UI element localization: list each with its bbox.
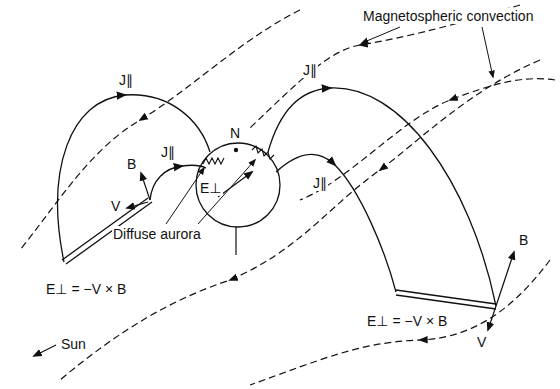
earth-circle: N E⊥ [192, 124, 284, 230]
field-equation: E⊥ = −V × B [45, 281, 127, 297]
current-label: J∥ [302, 62, 318, 78]
velocity-label: V [476, 334, 487, 350]
convection-lines [20, 5, 555, 385]
current-label: J∥ [160, 144, 176, 160]
aurora-label: Diffuse aurora [112, 226, 202, 242]
earth-axis [235, 227, 236, 255]
current-label: J∥ [312, 175, 328, 191]
current-label: J∥ [118, 72, 134, 88]
field-arrow [218, 172, 252, 197]
velocity-label: V [110, 198, 121, 214]
pole-label: N [229, 125, 241, 141]
aurora-zigzags [203, 146, 274, 164]
sun-label: Sun [60, 336, 87, 352]
leader-arrows [362, 27, 493, 77]
aurora-pointers [166, 160, 255, 224]
field-equation: E⊥ = −V × B [366, 313, 448, 329]
field-label: B [126, 156, 137, 172]
field-label: B [518, 232, 529, 248]
sun-arrow [34, 345, 56, 356]
title-label: Magnetospheric convection [362, 8, 534, 24]
current-arcs [58, 88, 496, 306]
field-label: E⊥ [199, 180, 223, 196]
